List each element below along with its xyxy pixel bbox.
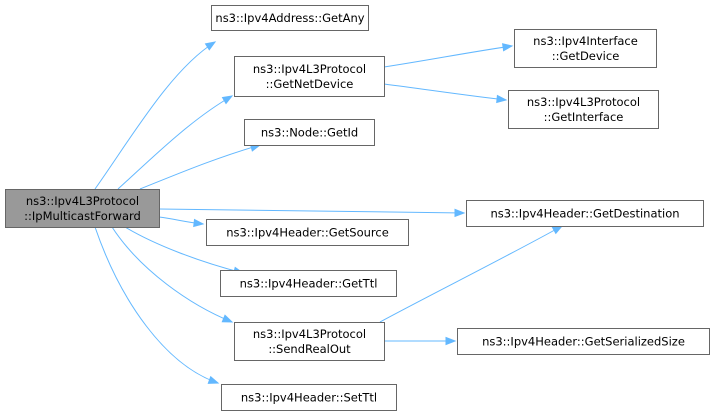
edge-line — [117, 95, 233, 190]
node-label: ns3::Ipv4Interface — [533, 34, 638, 48]
edge-line — [379, 225, 563, 323]
edge-arrowhead — [221, 314, 234, 323]
edge-root-to-getany — [94, 41, 217, 190]
edge-sendrealout-to-getserializedsize — [383, 336, 457, 346]
edge-line — [139, 144, 261, 190]
node-getany[interactable]: ns3::Ipv4Address::GetAny — [211, 5, 369, 31]
node-nodegetid[interactable]: ns3::Node::GetId — [244, 119, 375, 146]
node-getsource[interactable]: ns3::Ipv4Header::GetSource — [206, 219, 409, 246]
edge-arrowhead — [193, 218, 205, 228]
nodes-layer: ns3::Ipv4L3Protocol::IpMulticastForwardn… — [5, 5, 710, 411]
node-sendrealout[interactable]: ns3::Ipv4L3Protocol::SendRealOut — [234, 322, 385, 361]
node-label: ns3::Ipv4L3Protocol — [527, 95, 640, 109]
edge-line — [94, 226, 219, 384]
node-label: ::GetDevice — [552, 49, 620, 63]
node-box — [221, 384, 397, 411]
node-box — [211, 5, 369, 31]
edge-getnetdevice-to-ifacegetdevice — [383, 43, 514, 68]
edges-layer — [94, 41, 564, 384]
node-getinterface[interactable]: ns3::Ipv4L3Protocol::GetInterface — [508, 90, 659, 129]
edge-root-to-nodegetid — [139, 143, 262, 190]
edge-arrowhead — [496, 94, 508, 104]
node-box — [5, 189, 160, 228]
node-box — [508, 90, 659, 129]
node-label: ns3::Ipv4Header::GetSerializedSize — [482, 335, 685, 349]
edge-line — [158, 208, 465, 214]
node-box — [457, 328, 710, 355]
node-label: ::GetNetDevice — [266, 77, 354, 91]
node-label: ns3::Ipv4Header::GetDestination — [490, 207, 679, 221]
edge-root-to-setttl — [94, 226, 220, 384]
node-getttl[interactable]: ns3::Ipv4Header::GetTtl — [220, 270, 397, 297]
node-label: ::IpMulticastForward — [24, 209, 141, 223]
edge-root-to-sendrealout — [111, 226, 234, 323]
node-box — [244, 119, 375, 146]
edge-getnetdevice-to-getinterface — [383, 83, 508, 104]
edge-line — [94, 41, 216, 190]
node-box — [220, 270, 397, 297]
node-box — [466, 200, 704, 227]
node-box — [206, 219, 409, 246]
node-box — [234, 322, 385, 361]
node-label: ::SendRealOut — [268, 342, 351, 356]
node-box — [514, 29, 657, 68]
node-label: ns3::Ipv4Address::GetAny — [215, 11, 364, 25]
node-getnetdevice[interactable]: ns3::Ipv4L3Protocol::GetNetDevice — [234, 56, 385, 97]
edge-line — [124, 226, 244, 274]
node-label: ::GetInterface — [544, 110, 624, 124]
edge-arrowhead — [502, 43, 514, 52]
node-label: ns3::Ipv4L3Protocol — [253, 62, 366, 76]
node-root[interactable]: ns3::Ipv4L3Protocol::IpMulticastForward — [5, 189, 160, 228]
edge-arrowhead — [445, 336, 457, 346]
edge-line — [111, 226, 233, 323]
edge-root-to-getdestination — [158, 208, 466, 218]
node-label: ns3::Ipv4L3Protocol — [253, 327, 366, 341]
node-getserializedsize[interactable]: ns3::Ipv4Header::GetSerializedSize — [457, 328, 710, 355]
edge-root-to-getnetdevice — [117, 95, 234, 190]
edge-root-to-getsource — [158, 216, 205, 228]
edge-arrowhead — [221, 95, 234, 105]
edge-arrowhead — [454, 208, 466, 218]
edge-arrowhead — [207, 375, 220, 384]
node-ifacegetdevice[interactable]: ns3::Ipv4Interface::GetDevice — [514, 29, 657, 68]
edge-line — [383, 45, 513, 68]
node-box — [234, 56, 385, 97]
node-getdestination[interactable]: ns3::Ipv4Header::GetDestination — [466, 200, 704, 227]
node-label: ns3::Node::GetId — [261, 126, 358, 140]
edge-line — [383, 83, 507, 101]
edge-sendrealout-to-getdestination — [379, 225, 564, 323]
node-label: ns3::Ipv4Header::GetSource — [226, 226, 389, 240]
node-label: ns3::Ipv4Header::GetTtl — [240, 277, 378, 291]
node-label: ns3::Ipv4L3Protocol — [26, 194, 139, 208]
node-setttl[interactable]: ns3::Ipv4Header::SetTtl — [221, 384, 397, 411]
edge-arrowhead — [204, 41, 217, 51]
edge-arrowhead — [551, 225, 564, 235]
node-label: ns3::Ipv4Header::SetTtl — [241, 391, 377, 405]
